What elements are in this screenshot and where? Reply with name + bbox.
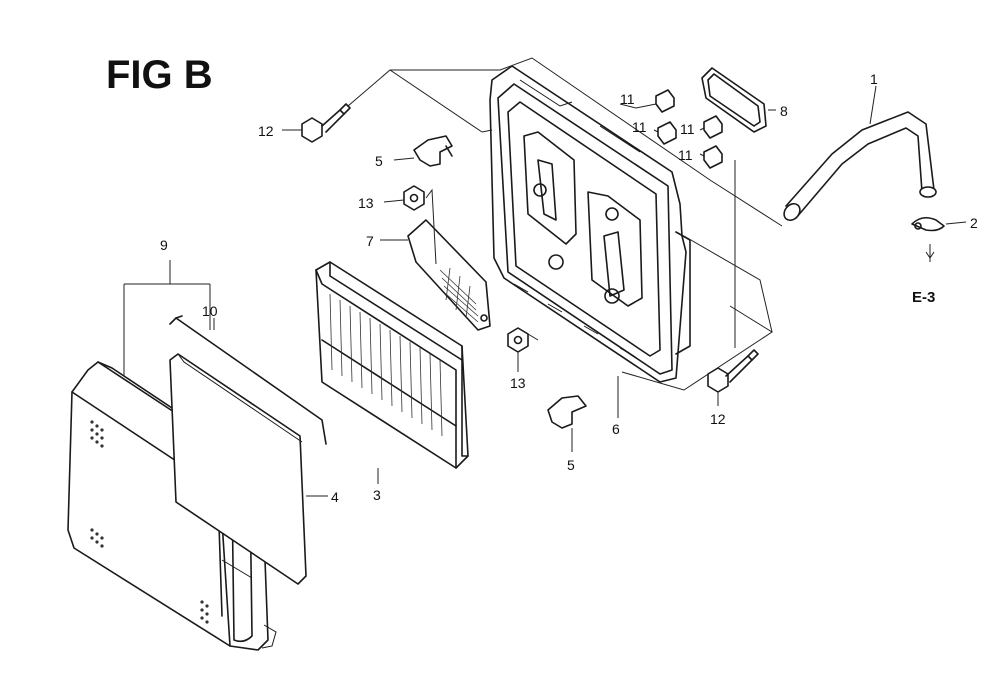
- callout-1: 1: [870, 71, 878, 87]
- nut-upper: [403, 185, 425, 211]
- callout-8: 8: [780, 103, 788, 119]
- callout-5-upper: 5: [375, 153, 383, 169]
- callout-3: 3: [373, 487, 381, 503]
- callout-11-d: 11: [678, 147, 693, 163]
- leader-lines: [123, 57, 967, 497]
- gasket: [701, 67, 767, 133]
- figure-title: FIG B: [106, 53, 213, 97]
- pre-filter: [169, 353, 307, 585]
- grommet-a: [655, 89, 675, 113]
- callout-12-lower: 12: [710, 411, 726, 427]
- air-cleaner-case: [489, 65, 691, 383]
- callout-4: 4: [331, 489, 339, 505]
- bracket: [407, 219, 491, 331]
- bolt-lower: [707, 349, 759, 393]
- clip-upper: [413, 135, 453, 167]
- tube-clamp: [911, 216, 945, 232]
- filter-element: [315, 261, 469, 469]
- grommet-b: [657, 121, 677, 145]
- nut-lower: [507, 327, 529, 353]
- callout-7: 7: [366, 233, 374, 249]
- grommet-d: [703, 145, 723, 169]
- cover-seal: [169, 315, 327, 445]
- callout-6: 6: [612, 421, 620, 437]
- callout-9: 9: [160, 237, 168, 253]
- breather-tube: [783, 111, 937, 222]
- callout-11-c: 11: [680, 121, 695, 137]
- callout-labels: 1 2 3 4 5 5 6 7 8 9 10 11 11 11 11 12 12…: [160, 71, 978, 505]
- callout-10: 10: [202, 303, 218, 319]
- callout-12-upper: 12: [258, 123, 274, 139]
- reference-e3: E-3: [912, 289, 935, 306]
- grommet-c: [703, 115, 723, 139]
- clip-lower: [547, 395, 587, 429]
- callout-11-b: 11: [632, 119, 647, 135]
- callout-13-upper: 13: [358, 195, 374, 211]
- callout-11-a: 11: [620, 91, 635, 107]
- bolt-upper: [301, 103, 351, 143]
- callout-5-lower: 5: [567, 457, 575, 473]
- callout-13-lower: 13: [510, 375, 526, 391]
- callout-2: 2: [970, 215, 978, 231]
